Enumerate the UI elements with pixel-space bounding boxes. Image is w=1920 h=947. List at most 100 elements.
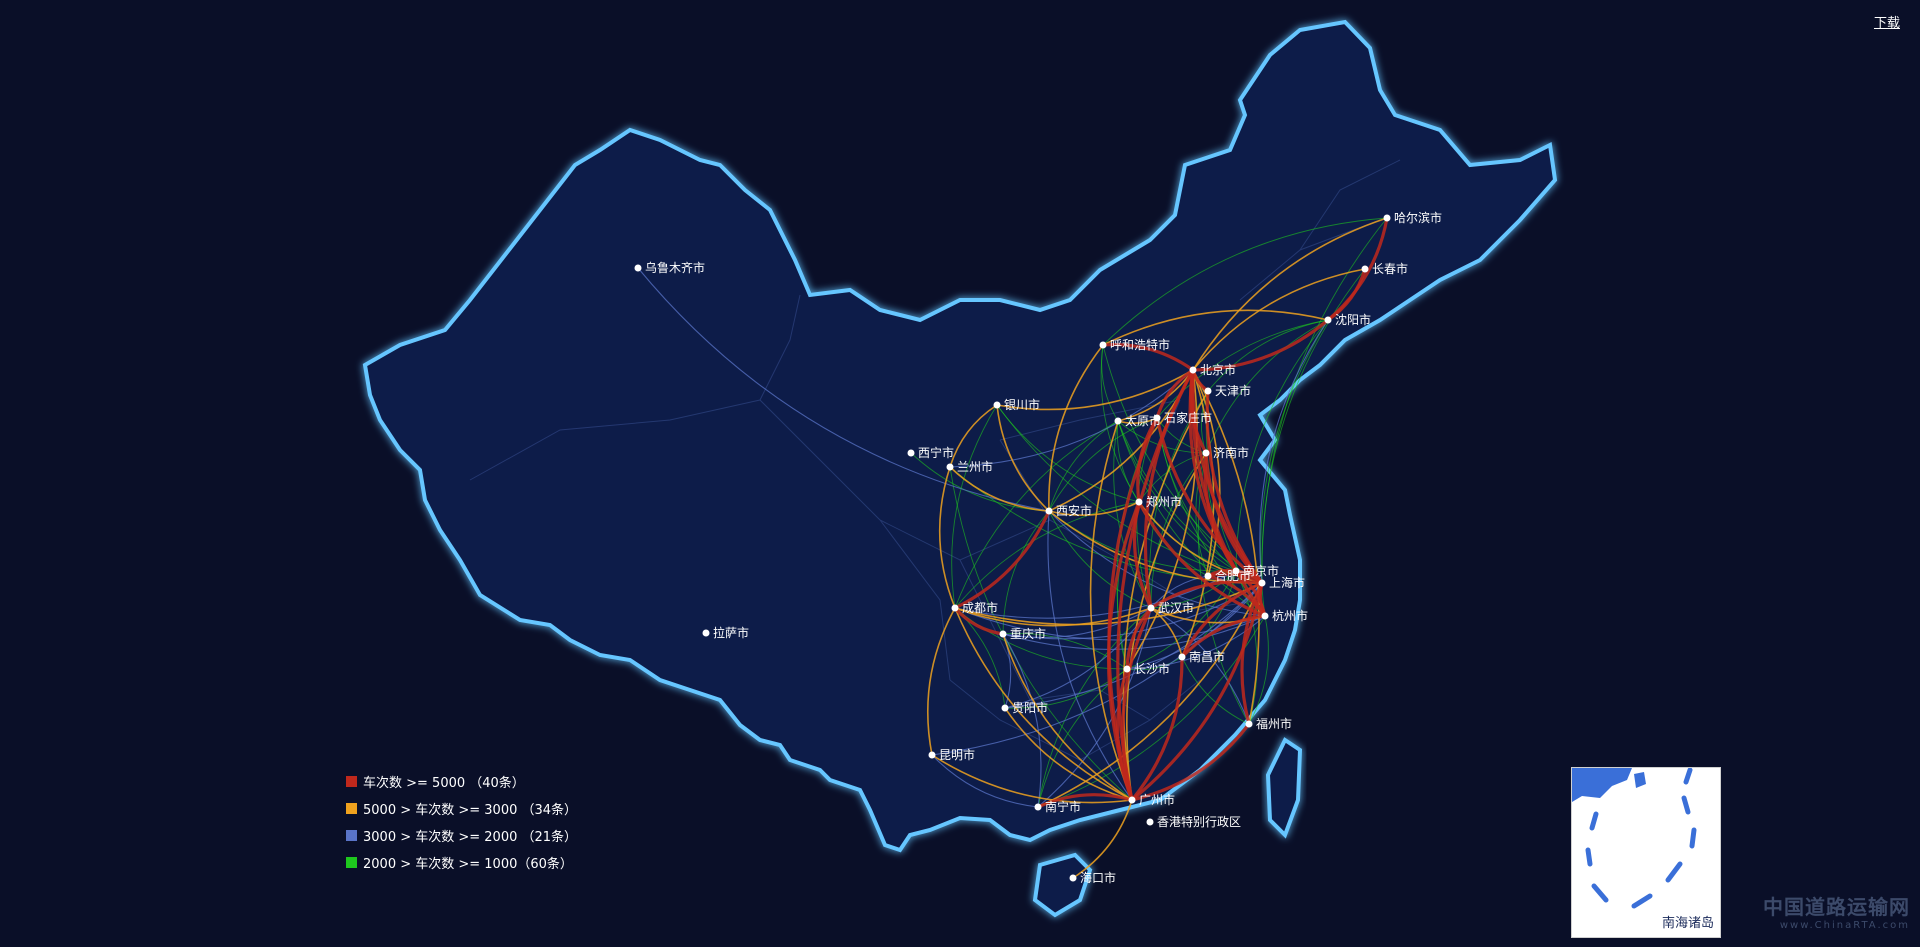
- city-label: 太原市: [1125, 413, 1161, 428]
- city-label: 银川市: [1004, 397, 1040, 412]
- city-hangzhou[interactable]: 杭州市: [1261, 608, 1309, 623]
- city-marker[interactable]: [1383, 214, 1391, 222]
- city-label: 天津市: [1215, 383, 1251, 398]
- city-marker[interactable]: [1099, 341, 1107, 349]
- city-marker[interactable]: [1178, 653, 1186, 661]
- city-beijing[interactable]: 北京市: [1189, 362, 1237, 377]
- city-marker[interactable]: [634, 264, 642, 272]
- route-hangzhou-hefei: [1207, 574, 1267, 617]
- legend-item-tier2[interactable]: 5000 > 车次数 >= 3000 （34条）: [346, 795, 577, 822]
- city-marker[interactable]: [946, 463, 954, 471]
- city-marker[interactable]: [1034, 803, 1042, 811]
- city-wuhan[interactable]: 武汉市: [1147, 600, 1195, 615]
- city-marker[interactable]: [1147, 604, 1155, 612]
- city-label: 沈阳市: [1335, 312, 1371, 327]
- city-marker[interactable]: [1204, 572, 1212, 580]
- city-marker[interactable]: [1128, 796, 1136, 804]
- city-yinchuan[interactable]: 银川市: [993, 397, 1041, 412]
- route-harbin-shanghai: [1261, 217, 1388, 584]
- city-zhengzhou[interactable]: 郑州市: [1135, 494, 1183, 509]
- city-harbin[interactable]: 哈尔滨市: [1383, 210, 1443, 225]
- city-lhasa[interactable]: 拉萨市: [702, 625, 750, 640]
- city-label: 南昌市: [1189, 649, 1225, 664]
- city-marker[interactable]: [1135, 498, 1143, 506]
- city-nanjing[interactable]: 南京市: [1232, 563, 1280, 578]
- route-changchun-beijing: [1192, 268, 1366, 371]
- city-shijiazhuang[interactable]: 石家庄市: [1153, 410, 1213, 425]
- city-urumqi[interactable]: 乌鲁木齐市: [634, 260, 706, 275]
- route-jinan-nanjing: [1203, 452, 1238, 572]
- route-hangzhou-nanjing: [1235, 569, 1267, 617]
- city-label: 广州市: [1139, 792, 1175, 807]
- city-guangzhou[interactable]: 广州市: [1128, 792, 1176, 807]
- city-marker[interactable]: [702, 629, 710, 637]
- legend-item-tier3[interactable]: 3000 > 车次数 >= 2000 （21条）: [346, 822, 577, 849]
- city-fuzhou[interactable]: 福州市: [1245, 716, 1293, 731]
- legend-item-tier4[interactable]: 2000 > 车次数 >= 1000（60条）: [346, 849, 577, 876]
- city-marker[interactable]: [1123, 665, 1131, 673]
- city-guiyang[interactable]: 贵阳市: [1001, 700, 1049, 715]
- route-shenyang-hohhot: [1102, 309, 1329, 346]
- city-marker[interactable]: [999, 630, 1007, 638]
- route-chengdu-wuhan: [954, 607, 1152, 627]
- route-kunming-guangzhou: [931, 754, 1133, 804]
- city-marker[interactable]: [1001, 704, 1009, 712]
- city-marker[interactable]: [1324, 316, 1332, 324]
- city-tianjin[interactable]: 天津市: [1204, 383, 1252, 398]
- watermark-sub: www.ChinaRTA.com: [1779, 920, 1910, 931]
- hainan-island: [1032, 852, 1093, 918]
- city-shenyang[interactable]: 沈阳市: [1324, 312, 1372, 327]
- city-marker[interactable]: [1069, 874, 1077, 882]
- city-lanzhou[interactable]: 兰州市: [946, 459, 994, 474]
- city-marker[interactable]: [1232, 567, 1240, 575]
- city-marker[interactable]: [928, 751, 936, 759]
- city-hefei[interactable]: 合肥市: [1204, 568, 1252, 583]
- city-marker[interactable]: [1245, 720, 1253, 728]
- city-label: 南京市: [1243, 563, 1279, 578]
- city-marker[interactable]: [1202, 449, 1210, 457]
- city-marker[interactable]: [1146, 818, 1154, 826]
- city-hohhot[interactable]: 呼和浩特市: [1099, 337, 1171, 352]
- city-chongqing[interactable]: 重庆市: [999, 626, 1047, 641]
- china-outline: [362, 19, 1558, 853]
- city-marker[interactable]: [1258, 579, 1266, 587]
- route-taiyuan-guangzhou: [1089, 420, 1133, 801]
- city-xian[interactable]: 西安市: [1045, 503, 1093, 518]
- city-changchun[interactable]: 长春市: [1361, 261, 1409, 276]
- route-fuzhou-beijing: [1192, 369, 1260, 725]
- route-zhengzhou-wuhan: [1132, 501, 1153, 609]
- city-shanghai[interactable]: 上海市: [1258, 575, 1306, 590]
- city-marker[interactable]: [1189, 366, 1197, 374]
- city-marker[interactable]: [1153, 414, 1161, 422]
- route-fuzhou-nanjing: [1235, 570, 1258, 725]
- city-chengdu[interactable]: 成都市: [951, 600, 999, 615]
- city-nanchang[interactable]: 南昌市: [1178, 649, 1226, 664]
- route-hangzhou-nanchang: [1180, 614, 1266, 659]
- city-marker[interactable]: [1361, 265, 1369, 273]
- legend-item-tier1[interactable]: 车次数 >= 5000 （40条）: [346, 768, 577, 795]
- city-marker[interactable]: [907, 449, 915, 457]
- city-nanning[interactable]: 南宁市: [1034, 799, 1082, 814]
- route-fuzhou-wuhan: [1150, 607, 1250, 725]
- city-hongkong[interactable]: 香港特别行政区: [1146, 814, 1242, 829]
- route-guiyang-shanghai: [1004, 582, 1263, 709]
- city-marker[interactable]: [1261, 612, 1269, 620]
- city-marker[interactable]: [1114, 417, 1122, 425]
- city-jinan[interactable]: 济南市: [1202, 445, 1250, 460]
- route-chongqing-guangzhou: [1002, 633, 1133, 801]
- download-button[interactable]: 下载: [1873, 16, 1900, 31]
- route-nanning-chongqing: [1002, 633, 1042, 808]
- city-taiyuan[interactable]: 太原市: [1114, 413, 1162, 428]
- city-marker[interactable]: [993, 401, 1001, 409]
- route-shenyang-shijiazhuang: [1156, 319, 1329, 419]
- watermark-main: 中国道路运输网: [1763, 895, 1910, 919]
- city-kunming[interactable]: 昆明市: [928, 747, 976, 762]
- city-marker[interactable]: [1204, 387, 1212, 395]
- city-xining[interactable]: 西宁市: [907, 445, 955, 460]
- route-hefei-beijing: [1192, 369, 1221, 577]
- legend-label: 2000 > 车次数 >= 1000（60条）: [363, 857, 573, 872]
- city-haikou[interactable]: 海口市: [1069, 870, 1117, 885]
- city-changsha[interactable]: 长沙市: [1123, 661, 1171, 676]
- city-marker[interactable]: [951, 604, 959, 612]
- city-marker[interactable]: [1045, 507, 1053, 515]
